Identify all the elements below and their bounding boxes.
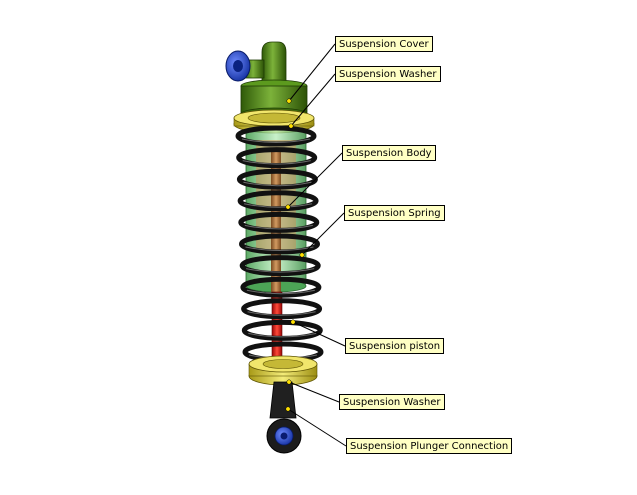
leader-line	[290, 73, 336, 127]
leader-dot	[285, 406, 291, 412]
spring-coil-highlight	[243, 203, 313, 208]
spring-coil	[237, 190, 319, 212]
leader-line	[301, 212, 345, 256]
label-suspension-cover: Suspension Cover	[335, 36, 433, 52]
spring-coil	[240, 276, 322, 298]
label-suspension-washer-top: Suspension Washer	[335, 66, 441, 82]
spring-coil-highlight	[243, 181, 312, 187]
leader-lines	[285, 43, 347, 447]
spring-coil-highlight	[244, 224, 313, 230]
spring-coil	[239, 233, 320, 255]
suspension-spring	[235, 125, 324, 363]
spring-coil-highlight	[245, 246, 314, 251]
spring-coil	[238, 211, 320, 233]
label-suspension-plunger-connection: Suspension Plunger Connection	[346, 438, 513, 454]
leader-dot	[288, 123, 294, 129]
spring-coil-highlight	[246, 289, 316, 295]
leader-dot	[299, 252, 305, 258]
spring-coil	[236, 147, 318, 169]
spring-coil	[239, 255, 321, 277]
suspension-cover	[240, 41, 308, 121]
spring-coil	[241, 319, 323, 341]
suspension-plunger-connection	[266, 381, 302, 454]
spring-coil-highlight	[248, 332, 317, 338]
leader-dot	[290, 319, 296, 325]
leader-dot	[286, 98, 292, 104]
leader-dot	[286, 379, 292, 385]
spring-coil-highlight	[242, 160, 311, 165]
label-suspension-piston: Suspension piston	[345, 338, 445, 354]
piston-rod	[271, 150, 281, 300]
leader-line	[287, 152, 343, 208]
spring-coil-highlight	[246, 268, 315, 273]
leader-line	[288, 381, 340, 403]
leader-dot	[285, 204, 291, 210]
spring-coil	[235, 125, 317, 147]
leader-line	[292, 321, 346, 347]
spring-coil	[241, 298, 323, 320]
label-suspension-spring: Suspension Spring	[344, 205, 445, 221]
spring-coil-highlight	[241, 138, 311, 143]
spring-coil-highlight	[247, 311, 316, 316]
suspension-washer-bottom	[248, 355, 318, 386]
label-suspension-body: Suspension Body	[342, 145, 436, 161]
label-suspension-washer-bottom: Suspension Washer	[339, 394, 445, 410]
valve-cap	[225, 50, 251, 82]
leader-line	[287, 408, 347, 447]
leader-line	[288, 43, 336, 102]
